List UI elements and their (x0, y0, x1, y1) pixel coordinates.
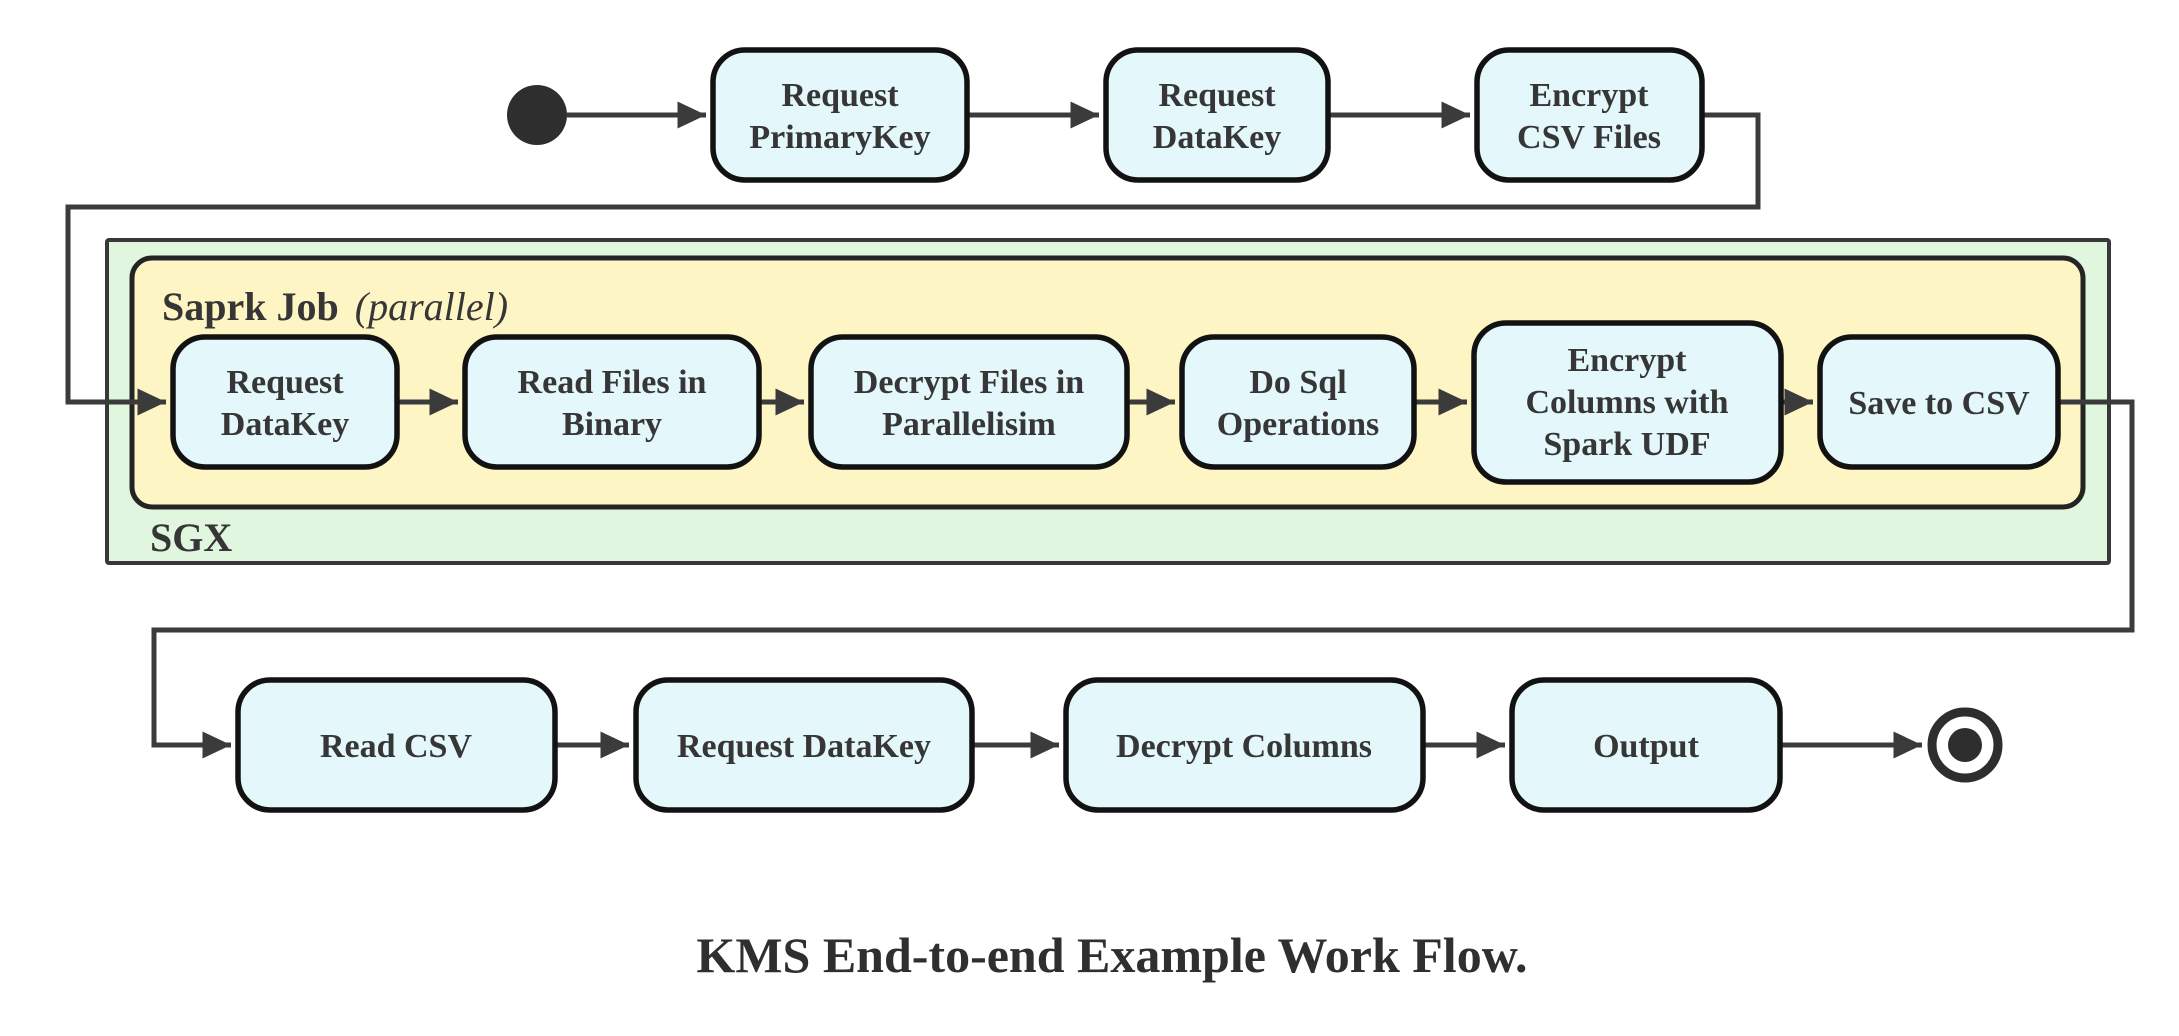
spark-job-container-label: Saprk Job (parallel) (162, 284, 508, 329)
node-label-line: Columns with (1525, 384, 1728, 421)
spark-job-qualifier-text: (parallel) (355, 284, 508, 329)
node-label-line: DataKey (1153, 119, 1281, 156)
node-label-line: Encrypt (1568, 342, 1688, 379)
node-label-line: Parallelisim (882, 406, 1056, 443)
diagram-caption: KMS End-to-end Example Work Flow. (696, 927, 1527, 983)
node-label-line: DataKey (221, 406, 349, 443)
node-decrypt-columns: Decrypt Columns (1063, 677, 1426, 813)
node-label-line: PrimaryKey (749, 119, 930, 156)
node-request-primarykey: Request PrimaryKey (710, 47, 970, 183)
node-request-datakey-bottom: Request DataKey (633, 677, 975, 813)
node-label-line: Do Sql (1249, 364, 1346, 401)
node-encrypt-csv-files: Encrypt CSV Files (1474, 47, 1705, 183)
spark-job-label-text: Saprk Job (162, 284, 339, 329)
node-label-line: Operations (1217, 406, 1379, 443)
edge-encrypt-csv-to-spark-request-datakey (65, 112, 1761, 416)
node-label-line: Read CSV (320, 728, 473, 765)
node-do-sql-operations: Do Sql Operations (1179, 334, 1417, 470)
node-rect (710, 47, 970, 183)
node-read-files-in-binary: Read Files in Binary (462, 334, 762, 470)
node-rect (633, 677, 975, 813)
sgx-container-label: SGX (150, 515, 232, 560)
node-label-line: Request (1158, 77, 1276, 114)
node-label-line: Request (226, 364, 344, 401)
node-label-line: Decrypt Columns (1116, 728, 1372, 765)
start-node-icon (507, 85, 567, 145)
node-rect (462, 334, 762, 470)
node-label-line: CSV Files (1517, 119, 1661, 156)
node-label-line: Request DataKey (677, 728, 931, 765)
node-save-to-csv: Save to CSV (1817, 334, 2061, 470)
node-read-csv: Read CSV (235, 677, 558, 813)
edge-save-csv-to-read-csv (151, 399, 2135, 759)
node-label-line: Encrypt (1530, 77, 1650, 114)
node-label-line: Read Files in (518, 364, 707, 401)
end-node-dot (1948, 728, 1982, 762)
node-rect (1103, 47, 1331, 183)
node-label-line: Save to CSV (1848, 385, 2030, 422)
node-rect (170, 334, 400, 470)
node-rect (235, 677, 558, 813)
node-decrypt-files-in-parallelisim: Decrypt Files in Parallelisim (808, 334, 1130, 470)
node-label-line: Request (781, 77, 899, 114)
node-rect (1817, 334, 2061, 470)
node-rect (1179, 334, 1417, 470)
end-node-icon (1927, 707, 2003, 783)
node-request-datakey-top: Request DataKey (1103, 47, 1331, 183)
node-rect (1474, 47, 1705, 183)
node-rect (808, 334, 1130, 470)
node-rect (1471, 320, 1784, 485)
node-label-line: Decrypt Files in (854, 364, 1084, 401)
node-spark-request-datakey: Request DataKey (170, 334, 400, 470)
node-label-line: Output (1593, 728, 1699, 765)
node-label-line: Binary (562, 406, 662, 443)
node-encrypt-columns-with-spark-udf: Encrypt Columns with Spark UDF (1471, 320, 1784, 485)
node-output: Output (1509, 677, 1783, 813)
node-rect (1509, 677, 1783, 813)
node-label-line: Spark UDF (1543, 426, 1710, 463)
node-rect (1063, 677, 1426, 813)
